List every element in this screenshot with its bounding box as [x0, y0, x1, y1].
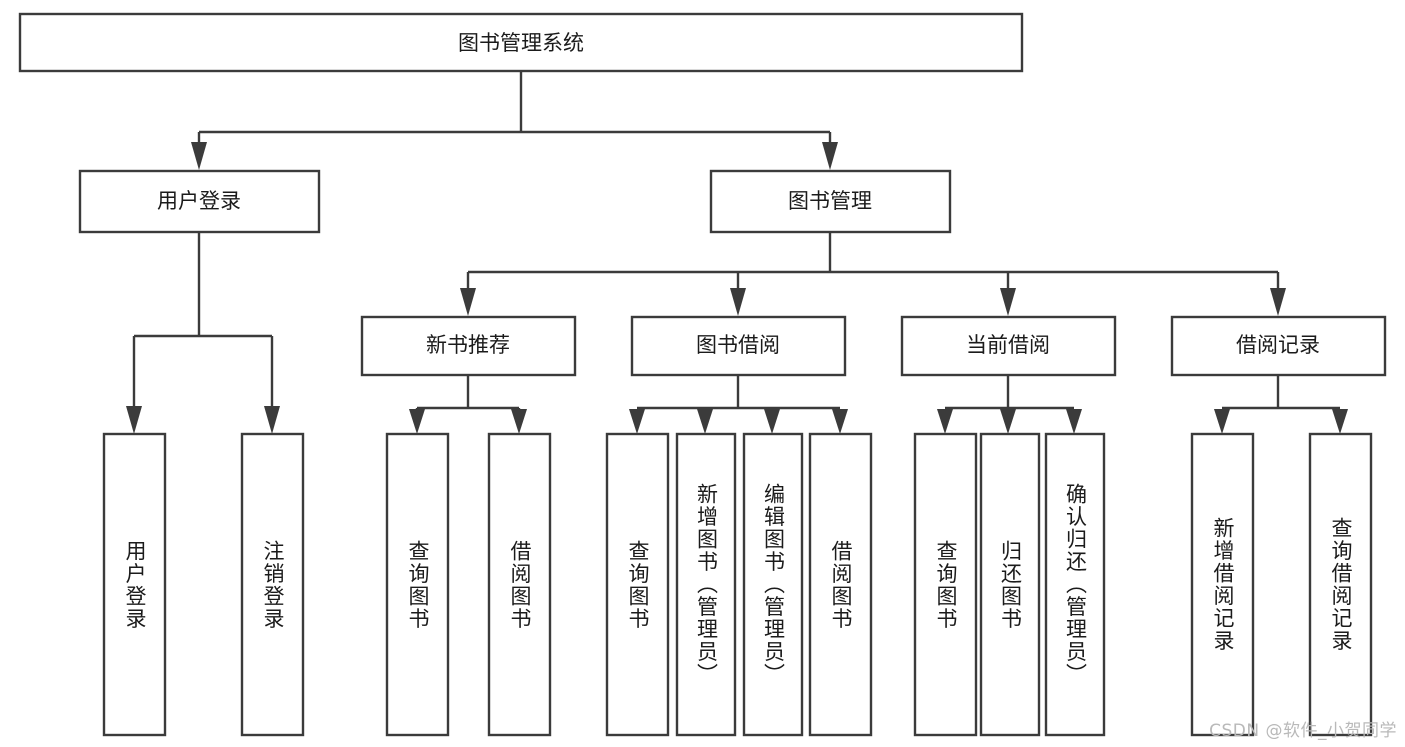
leaf-return-book-box[interactable]: [979, 432, 1041, 737]
edge-group-book-borrow: [629, 375, 848, 434]
node-user-login-label: 用户登录: [157, 189, 241, 213]
node-book-borrow-box[interactable]: [630, 315, 847, 377]
arrow-book-manage-child-3: [1000, 288, 1016, 316]
node-book-manage-box[interactable]: [709, 169, 952, 234]
node-root-box[interactable]: [18, 12, 1024, 73]
leaf-query-record-box[interactable]: [1308, 432, 1373, 737]
edge-group-new-book-recommend: [409, 375, 527, 434]
edge-group-user-login: [126, 232, 280, 434]
node-book-manage[interactable]: 图书管理: [709, 169, 952, 234]
edge-group-book-manage: [460, 232, 1286, 316]
node-book-borrow[interactable]: 图书借阅: [630, 315, 847, 377]
arrow-user-login-leaf-1: [126, 406, 142, 434]
arrow-br-leaf-2: [1332, 409, 1348, 434]
node-book-manage-label: 图书管理: [788, 189, 872, 213]
arrow-user-login-leaf-2: [264, 406, 280, 434]
leaf-query-book-1-box[interactable]: [385, 432, 450, 737]
node-user-login-box[interactable]: [78, 169, 321, 234]
leaf-borrow-book-2-box[interactable]: [808, 432, 873, 737]
arrow-root-to-user-login: [191, 142, 207, 170]
leaf-borrow-book-1-box[interactable]: [487, 432, 552, 737]
arrow-bb-leaf-2: [697, 409, 713, 434]
arrow-root-to-book-manage: [822, 142, 838, 170]
node-new-book-recommend-box[interactable]: [360, 315, 577, 377]
leaf-user-login-box[interactable]: [102, 432, 167, 737]
node-current-borrow-label: 当前借阅: [966, 333, 1050, 357]
node-current-borrow[interactable]: 当前借阅: [900, 315, 1117, 377]
node-new-book-recommend-label: 新书推荐: [426, 333, 510, 357]
arrow-nbr-leaf-1: [409, 409, 425, 434]
arrow-bb-leaf-3: [764, 409, 780, 434]
leaf-boxes: [102, 432, 1373, 737]
leaf-add-record-box[interactable]: [1190, 432, 1255, 737]
node-user-login[interactable]: 用户登录: [78, 169, 321, 234]
edge-group-current-borrow: [937, 375, 1082, 434]
arrow-book-manage-child-4: [1270, 288, 1286, 316]
arrow-bb-leaf-1: [629, 409, 645, 434]
arrow-nbr-leaf-2: [511, 409, 527, 434]
arrow-book-manage-child-1: [460, 288, 476, 316]
node-book-borrow-label: 图书借阅: [696, 333, 780, 357]
arrow-br-leaf-1: [1214, 409, 1230, 434]
leaf-user-logout-box[interactable]: [240, 432, 305, 737]
node-new-book-recommend[interactable]: 新书推荐: [360, 315, 577, 377]
leaf-confirm-return-box[interactable]: [1044, 432, 1106, 737]
node-borrow-record-label: 借阅记录: [1236, 333, 1320, 357]
arrow-cb-leaf-3: [1066, 409, 1082, 434]
node-current-borrow-box[interactable]: [900, 315, 1117, 377]
leaf-query-book-3-box[interactable]: [913, 432, 978, 737]
arrow-cb-leaf-1: [937, 409, 953, 434]
node-borrow-record-box[interactable]: [1170, 315, 1387, 377]
arrow-book-manage-child-2: [730, 288, 746, 316]
leaf-edit-book-box[interactable]: [742, 432, 804, 737]
node-borrow-record[interactable]: 借阅记录: [1170, 315, 1387, 377]
edge-group-root: [191, 71, 838, 170]
node-root-label: 图书管理系统: [458, 31, 584, 55]
leaf-query-book-2-box[interactable]: [605, 432, 670, 737]
leaf-add-book-box[interactable]: [675, 432, 737, 737]
edge-group-borrow-record: [1214, 375, 1348, 434]
node-root[interactable]: 图书管理系统: [18, 12, 1024, 73]
csdn-watermark: CSDN @软件_小贺同学: [1209, 721, 1397, 741]
arrow-bb-leaf-4: [832, 409, 848, 434]
arrow-cb-leaf-2: [1000, 409, 1016, 434]
